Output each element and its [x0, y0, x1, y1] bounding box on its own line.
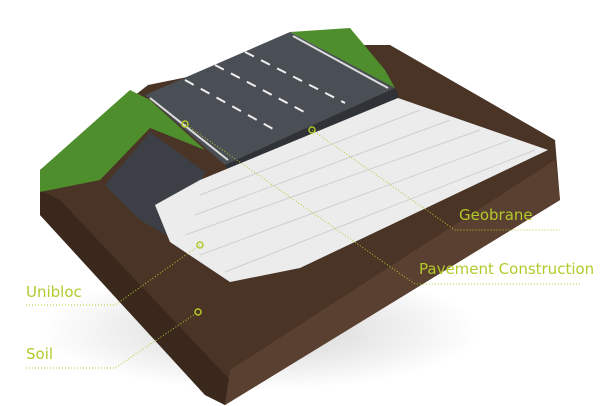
label-unibloc: Unibloc	[26, 283, 82, 301]
pavement-marker	[181, 120, 189, 128]
geobrane-marker	[308, 126, 316, 134]
unibloc-marker	[196, 241, 204, 249]
road-edge-line	[149, 97, 229, 161]
pavement-leader-line	[184, 123, 580, 285]
road-asphalt	[145, 32, 395, 165]
grass-left	[40, 90, 205, 192]
unibloc-blocks	[155, 98, 548, 282]
soil-right-face	[225, 160, 560, 405]
label-pavement-construction: Pavement Construction	[419, 260, 595, 278]
label-soil: Soil	[26, 345, 54, 363]
lane-dashes	[244, 51, 346, 104]
grass-right	[290, 28, 395, 88]
block-joints	[184, 109, 536, 273]
soil-marker	[194, 308, 202, 316]
road-edge-line	[292, 35, 389, 89]
label-geobrane: Geobrane	[459, 206, 533, 224]
geobrane-leader-line	[311, 129, 560, 231]
soil-front-face	[40, 190, 230, 405]
